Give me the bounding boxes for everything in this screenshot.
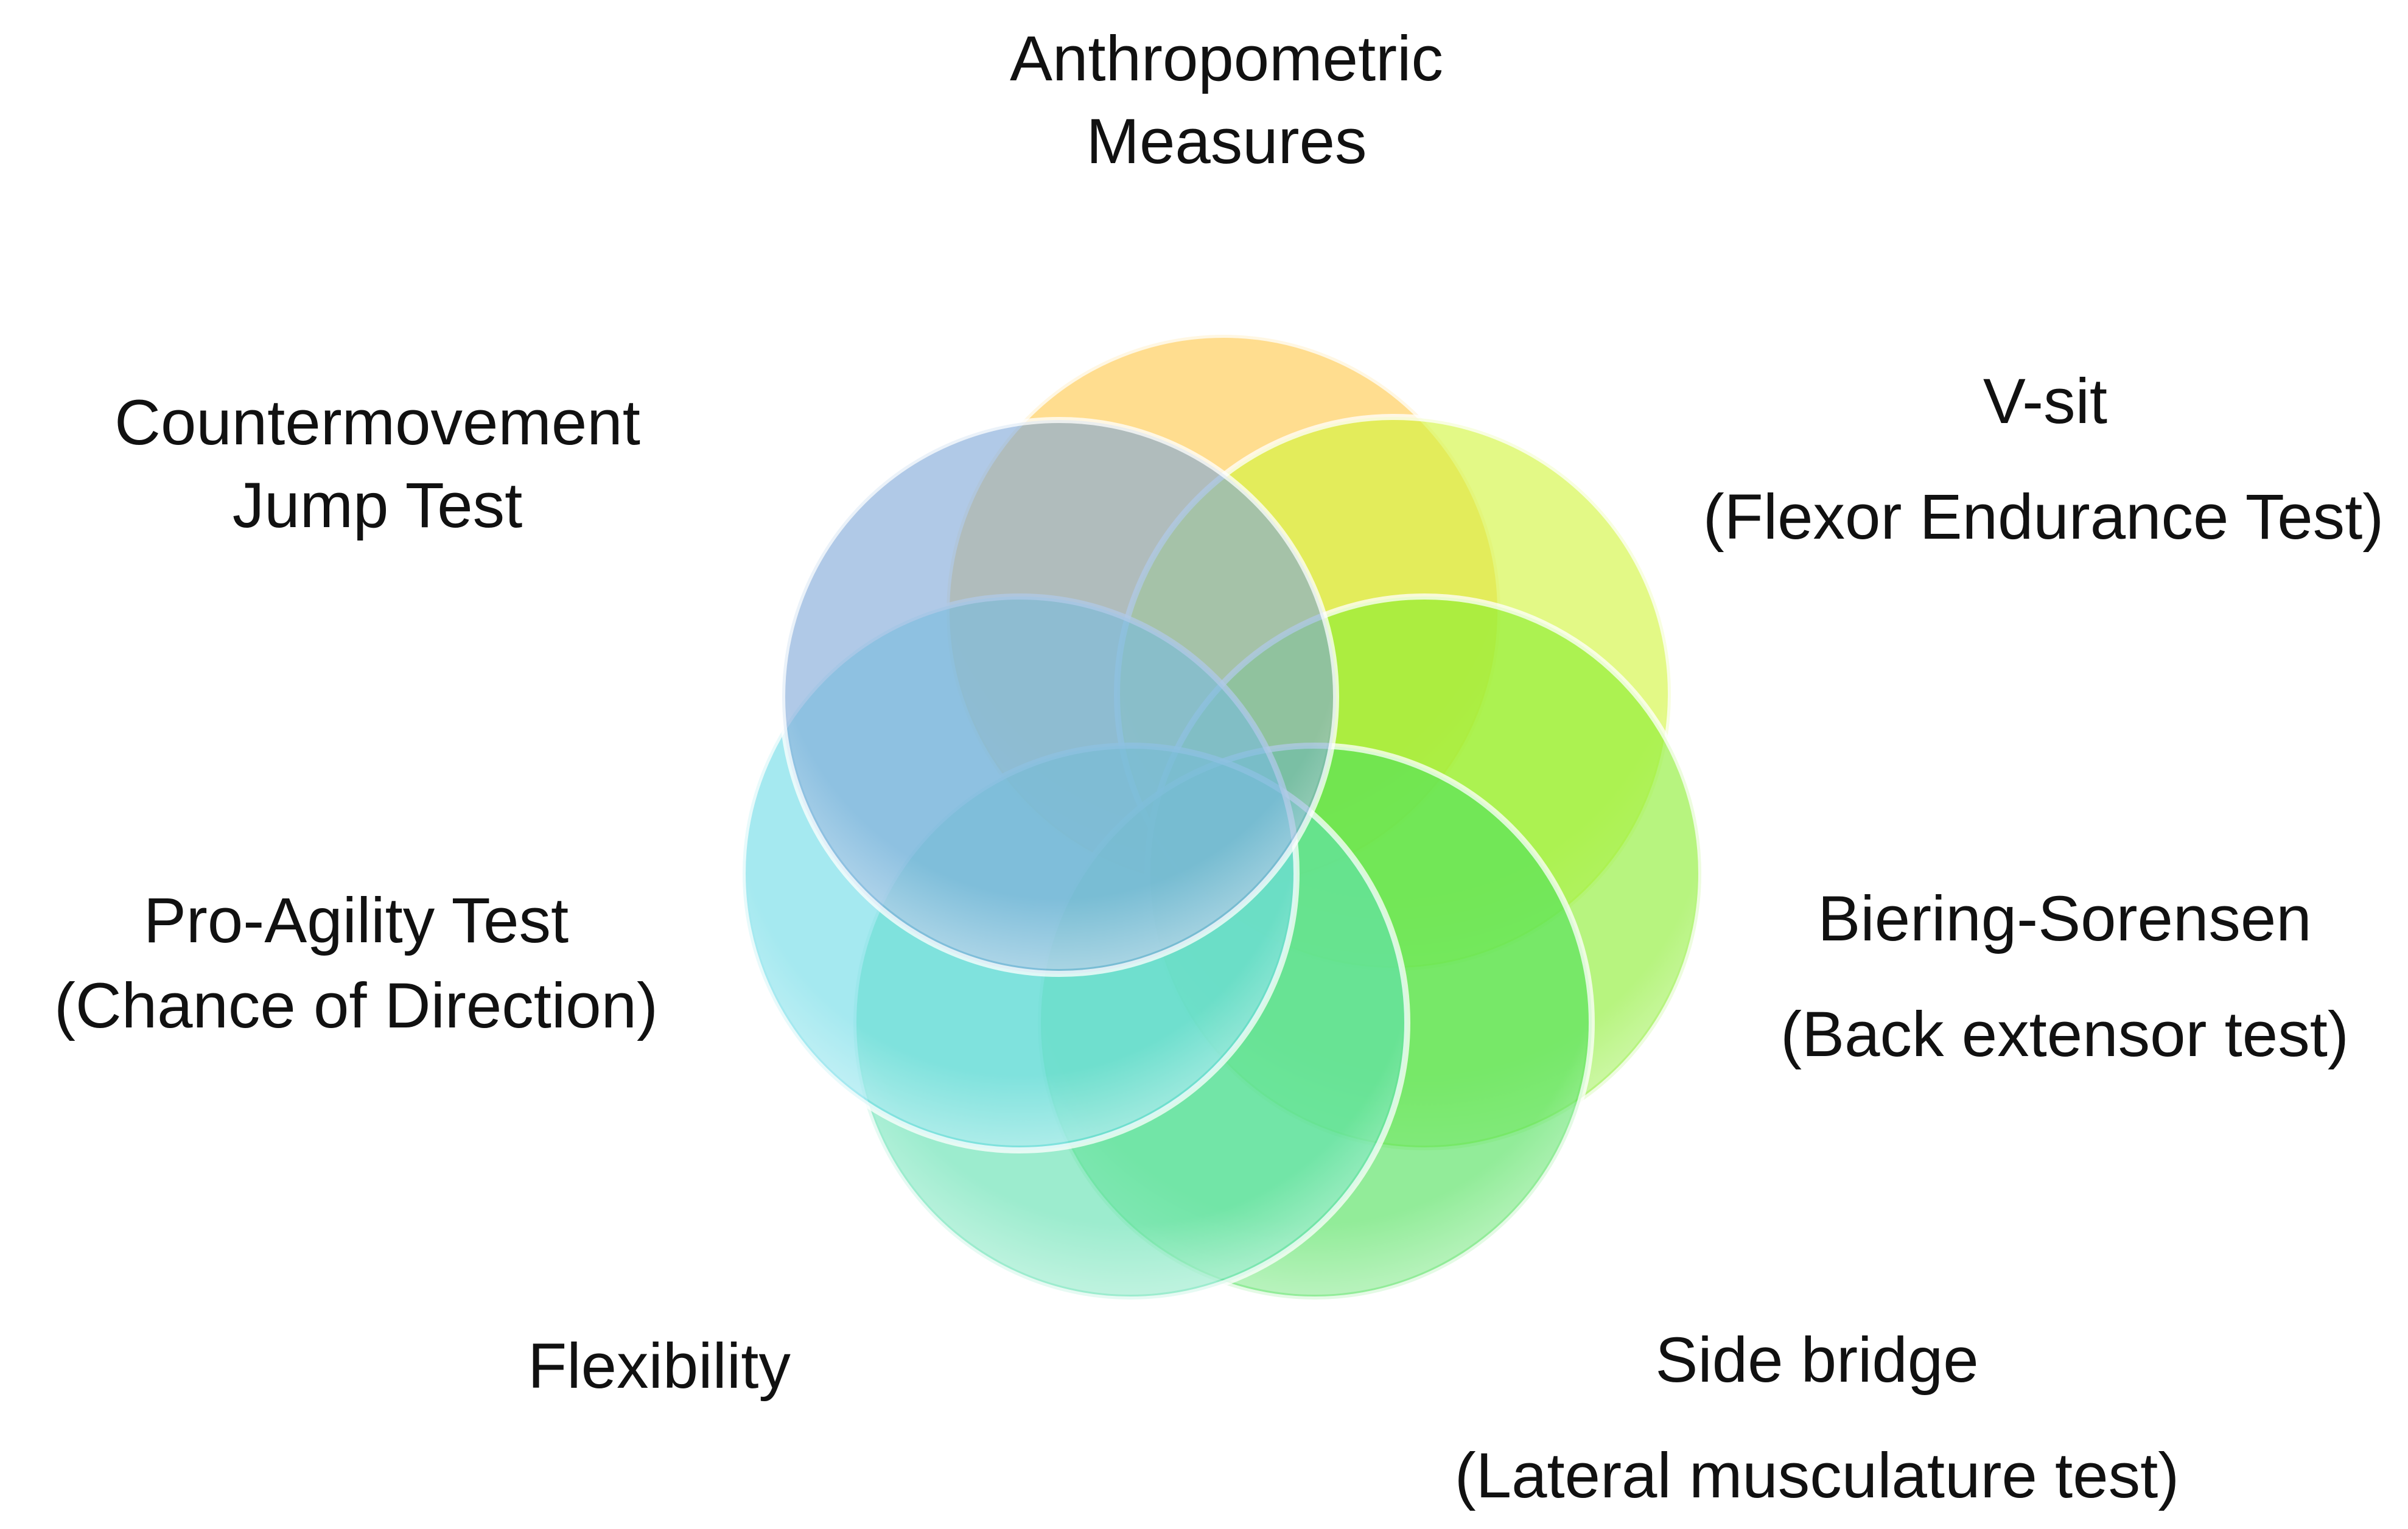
sidebridge-label-line1: Side bridge [1655, 1324, 1978, 1396]
countermovement-label-line2: Jump Test [233, 470, 523, 541]
biering-label-line2: (Back extensor test) [1780, 999, 2349, 1070]
proagility-label-line2: (Chance of Direction) [54, 970, 658, 1041]
anthropometric-label-line2: Measures [1086, 106, 1367, 177]
vsit-label-line2: (Flexor Endurance Test) [1703, 481, 2384, 553]
countermovement-circle-gloss [787, 425, 1331, 969]
anthropometric-label-line1: Anthropometric [1010, 23, 1443, 94]
countermovement-label-line1: Countermovement [114, 387, 640, 458]
sidebridge-label-line2: (Lateral musculature test) [1455, 1440, 2179, 1511]
flexibility-label: Flexibility [528, 1331, 791, 1402]
biering-label-line1: Biering-Sorensen [1818, 883, 2311, 954]
circles-group [740, 332, 1704, 1303]
proagility-label-line1: Pro-Agility Test [144, 885, 569, 956]
vsit-label-line1: V-sit [1983, 366, 2107, 437]
